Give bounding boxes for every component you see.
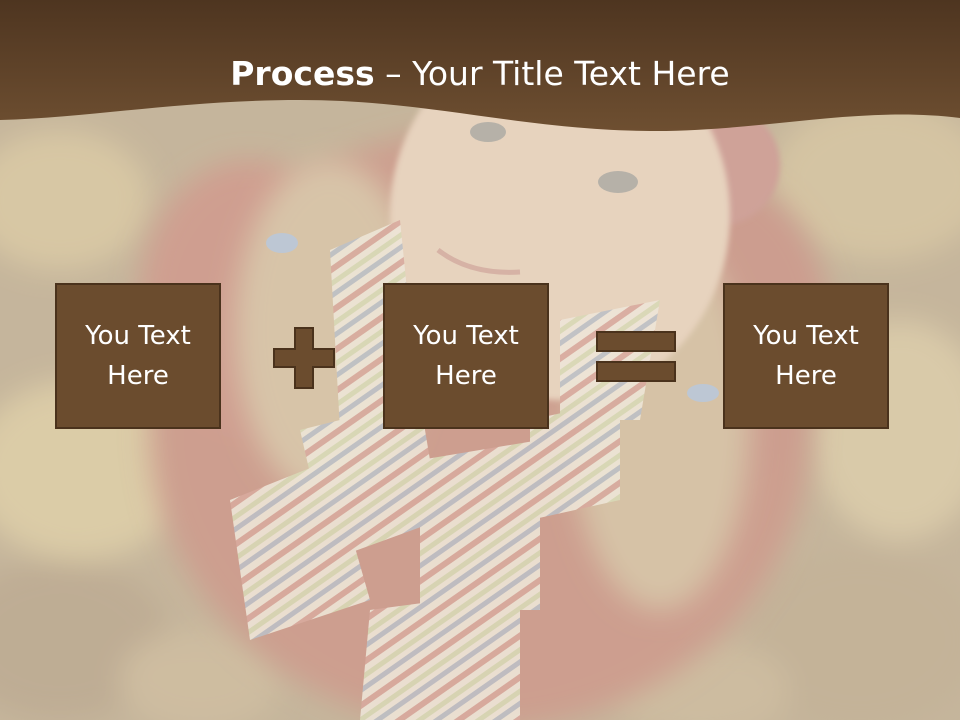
slide-title: Process – Your Title Text Here <box>0 52 960 96</box>
process-box-2-text: You Text Here <box>413 321 519 391</box>
process-box-1-text: You Text Here <box>85 321 191 391</box>
process-box-2[interactable]: You Text Here <box>383 283 549 429</box>
title-bold: Process <box>230 54 375 93</box>
process-box-3[interactable]: You Text Here <box>723 283 889 429</box>
equals-icon <box>596 331 676 382</box>
title-rest: – Your Title Text Here <box>374 54 730 93</box>
header-banner <box>0 0 960 132</box>
process-box-3-text: You Text Here <box>753 321 859 391</box>
plus-icon <box>273 327 335 389</box>
process-box-1[interactable]: You Text Here <box>55 283 221 429</box>
